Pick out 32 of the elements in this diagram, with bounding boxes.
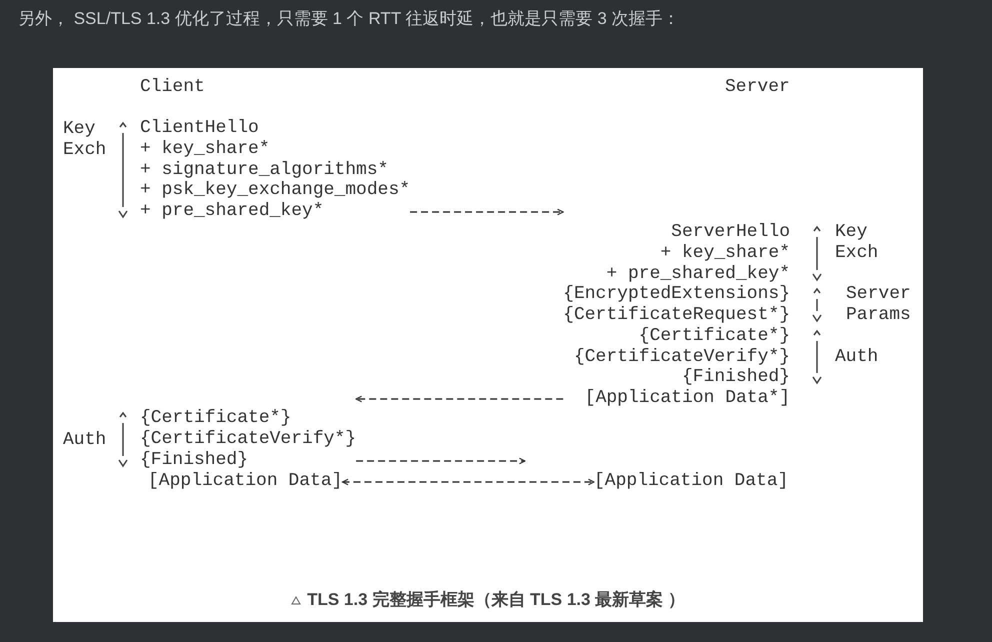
party-heading: Client (140, 77, 206, 98)
message-text: + psk_key_exchange_modes* (140, 180, 410, 201)
message-text: {CertificateVerify*} (140, 428, 356, 450)
party-heading: Server (725, 77, 791, 98)
phase-label: Auth (63, 430, 108, 451)
message-text: ServerHello (670, 222, 790, 243)
message-text: {CertificateRequest*} (563, 305, 790, 326)
phase-label: Key Exch (63, 119, 108, 160)
arrow (356, 458, 526, 464)
message-text: {EncryptedExtensions} (563, 284, 790, 305)
message-text: {Certificate*} (140, 408, 292, 429)
message-text: + signature_algorithms* (140, 160, 390, 180)
message-text: + pre_shared_key* (140, 201, 325, 222)
message-text: {Finished} (140, 450, 250, 470)
message-text: ClientHello (140, 118, 260, 139)
message-text: {CertificateVerify*} (572, 346, 790, 368)
phase-label: Auth (835, 347, 880, 368)
phase-label: Server Params (846, 284, 912, 326)
message-text: + pre_shared_key* (605, 264, 790, 284)
arrow (342, 478, 595, 486)
message-text: {Certificate*} (638, 326, 790, 346)
message-text: + key_share* (659, 242, 790, 264)
arrow (410, 208, 564, 216)
arrow (355, 396, 564, 402)
intro-sentence: 另外， SSL/TLS 1.3 优化了过程，只需要 1 个 RTT 往返时延，也就是只需要 3 次握手： (18, 8, 680, 30)
message-text: + key_share* (140, 138, 271, 160)
message-text: [Application Data*] (584, 388, 790, 409)
figure-caption: TLS 1.3 完整握手框架（来自 TLS 1.3 最新草案 ） (307, 590, 685, 609)
phase-label: Key Exch (835, 222, 880, 264)
message-text: [Application Data] (594, 471, 788, 492)
message-text: [Application Data] (148, 471, 342, 492)
message-text: {Finished} (680, 367, 790, 388)
